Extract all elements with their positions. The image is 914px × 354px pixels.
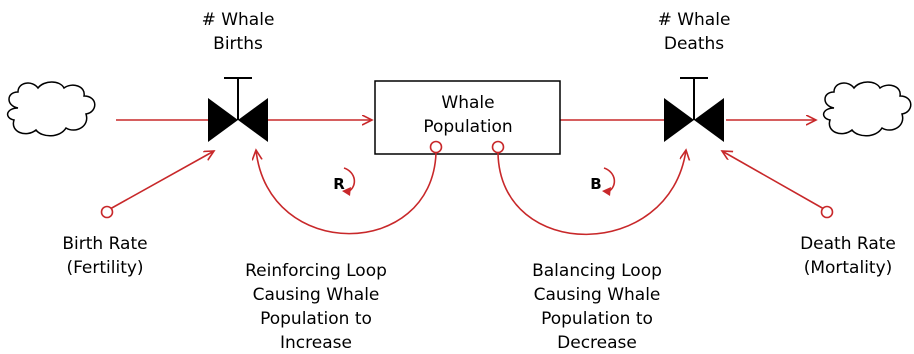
source-cloud <box>6 81 96 137</box>
deaths-valve-icon <box>664 77 724 142</box>
death-rate-link <box>722 151 825 210</box>
balancing-text-line1: Balancing Loop <box>532 261 662 281</box>
reinforcing-link-origin <box>429 140 443 154</box>
birth-rate-link <box>109 151 214 210</box>
whale-population-stock <box>374 80 561 155</box>
death-rate-label-line2: (Mortality) <box>804 258 893 278</box>
births-label-line2: Births <box>213 34 263 54</box>
reinforcing-loop-arrowhead-icon <box>342 187 351 196</box>
reinforcing-text-line2: Causing Whale <box>253 285 380 305</box>
birth-rate-label-line2: (Fertility) <box>66 258 143 278</box>
reinforcing-link <box>256 150 437 235</box>
births-label-line1: # Whale <box>202 10 275 30</box>
death-rate-origin <box>820 205 834 219</box>
balancing-text-line4: Decrease <box>557 333 637 353</box>
reinforcing-text-line1: Reinforcing Loop <box>245 261 387 281</box>
reinforcing-loop-marker: R <box>333 175 345 193</box>
births-valve-icon <box>208 77 268 142</box>
reinforcing-text-line4: Increase <box>280 333 352 353</box>
death-rate-label-line1: Death Rate <box>800 234 896 254</box>
balancing-loop-marker: B <box>590 175 601 193</box>
balancing-text-line3: Population to <box>541 309 653 329</box>
reinforcing-text-line3: Population to <box>260 309 372 329</box>
deaths-label-line2: Deaths <box>664 34 724 54</box>
balancing-link-origin <box>491 140 505 154</box>
sink-cloud <box>822 81 912 137</box>
balancing-link <box>497 150 686 236</box>
balancing-text-line2: Causing Whale <box>534 285 661 305</box>
birth-rate-origin <box>100 205 114 219</box>
balancing-loop-arrowhead-icon <box>602 187 611 196</box>
deaths-label-line1: # Whale <box>658 10 731 30</box>
stock-label-line1: Whale <box>441 93 494 113</box>
stock-label-line2: Population <box>423 117 512 137</box>
birth-rate-label-line1: Birth Rate <box>62 234 147 254</box>
